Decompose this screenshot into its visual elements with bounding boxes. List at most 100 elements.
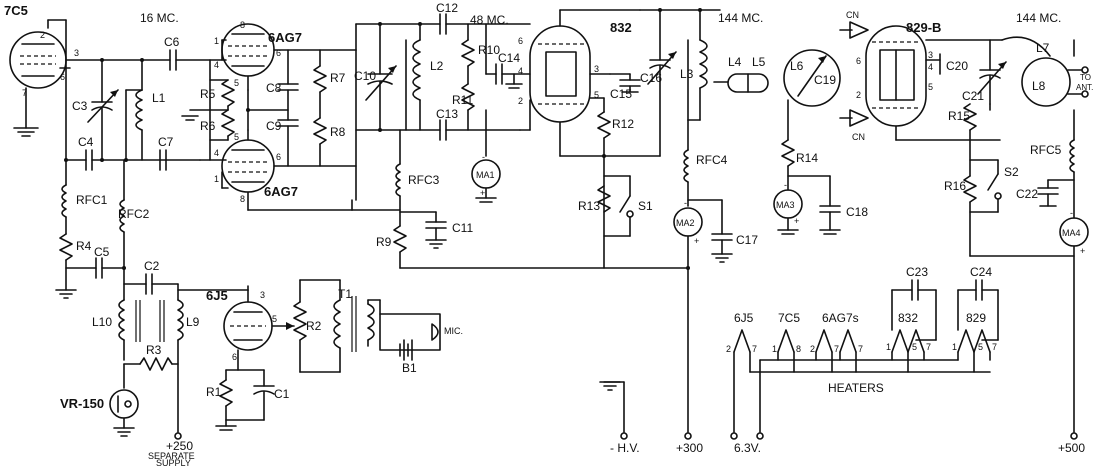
label-r6: R6	[200, 119, 216, 133]
label-6j5: 6J5	[206, 288, 228, 303]
heater-pin-a: 2	[726, 344, 731, 354]
pin-6ag7-bot-5: 5	[234, 132, 239, 142]
label-c24: C24	[970, 265, 992, 279]
pin-829-2: 2	[856, 90, 861, 100]
label-c23: C23	[906, 265, 928, 279]
ma1-minus: -	[482, 152, 485, 162]
label-c11: C11	[452, 221, 473, 235]
pin-6j5-5: 5	[272, 314, 277, 324]
label-829b: 829-B	[906, 20, 941, 35]
label-ant: ANT.	[1076, 83, 1093, 92]
ma3-minus: -	[784, 180, 787, 190]
pin-6ag7-top-5: 5	[234, 78, 239, 88]
label-vr150: VR-150	[60, 396, 104, 411]
label-l10: L10	[92, 315, 112, 329]
label-rfc3: RFC3	[408, 173, 440, 187]
heater-pin-d: 8	[796, 344, 801, 354]
label-c5: C5	[94, 245, 110, 259]
supply-63v: 6.3V.	[734, 441, 761, 455]
heater-pin-j: 7	[926, 342, 931, 352]
label-ma1: MA1	[476, 170, 495, 180]
coil-l6	[783, 49, 841, 107]
label-c15: C15	[610, 87, 632, 101]
heater-pin-l: 5	[978, 342, 983, 352]
label-832: 832	[610, 20, 632, 35]
label-mic: MIC.	[444, 326, 463, 336]
heater-pin-b: 7	[752, 344, 757, 354]
label-l1: L1	[152, 91, 166, 105]
label-to: TO	[1080, 73, 1091, 82]
label-c6: C6	[164, 35, 180, 49]
label-c3: C3	[72, 99, 88, 113]
inductor-l3	[687, 9, 708, 121]
label-l8: L8	[1032, 79, 1046, 93]
label-l6: L6	[790, 59, 804, 73]
label-c14: C14	[498, 51, 520, 65]
pin-7c5-7: 7	[22, 88, 27, 98]
label-7c5: 7C5	[4, 3, 28, 18]
label-r16: R16	[944, 179, 966, 193]
inductor-l2	[405, 23, 421, 131]
ma4-minus: -	[1070, 208, 1073, 218]
label-ma3: MA3	[776, 200, 795, 210]
label-r9: R9	[376, 235, 392, 249]
label-c20: C20	[946, 59, 968, 73]
label-r12: R12	[612, 117, 634, 131]
label-c18: C18	[846, 205, 868, 219]
pin-7c5-3: 3	[74, 48, 79, 58]
heater-pin-m: 7	[992, 342, 997, 352]
supply-250: +250	[166, 439, 193, 453]
pin-6j5-3: 3	[260, 290, 265, 300]
label-c8: C8	[266, 81, 282, 95]
pin-6ag7-top-6: 6	[276, 48, 281, 58]
pin-832-3: 3	[594, 64, 599, 74]
label-l4: L4	[728, 55, 742, 69]
label-l3: L3	[680, 67, 694, 81]
label-r4: R4	[76, 239, 92, 253]
ma2-plus: +	[694, 236, 699, 246]
label-r3: R3	[146, 343, 162, 357]
freq-144mc-b: 144 MC.	[1016, 11, 1061, 25]
label-s2: S2	[1004, 165, 1019, 179]
label-r14: R14	[796, 151, 818, 165]
label-c21: C21	[962, 89, 984, 103]
label-c7: C7	[158, 135, 174, 149]
label-c4: C4	[78, 135, 94, 149]
pin-829-6: 6	[856, 56, 861, 66]
heater-symbols	[733, 329, 991, 353]
label-r5: R5	[200, 87, 216, 101]
tube-829b	[865, 25, 927, 127]
tube-6ag7-top	[221, 23, 275, 77]
label-rfc2: RFC2	[118, 207, 150, 221]
heater-pin-g: 7	[858, 344, 863, 354]
supply-separate: SEPARATE	[148, 451, 195, 461]
label-r10: R10	[478, 43, 500, 57]
heater-pin-e: 2	[810, 344, 815, 354]
label-c2: C2	[144, 259, 160, 273]
supply-300: +300	[676, 441, 703, 455]
label-cn-bottom: CN	[852, 132, 865, 142]
label-c13: C13	[436, 107, 458, 121]
pin-6ag7-top-8: 8	[240, 20, 245, 30]
tube-832	[529, 25, 591, 123]
ma1-plus: +	[480, 188, 485, 198]
label-r8: R8	[330, 125, 346, 139]
heater-pin-i: 5	[912, 342, 917, 352]
label-rfc4: RFC4	[696, 153, 728, 167]
ma2-minus: -	[684, 198, 687, 208]
supply-hv: - H.V.	[610, 441, 640, 455]
pin-832-6: 6	[518, 36, 523, 46]
pin-6ag7-bot-4: 4	[214, 148, 219, 158]
label-r1: R1	[206, 385, 222, 399]
inductor-l10	[118, 299, 125, 361]
label-c17: C17	[736, 233, 758, 247]
label-c1: C1	[274, 387, 290, 401]
label-r2: R2	[306, 319, 322, 333]
heater-7c5: 7C5	[778, 311, 800, 325]
heater-6ag7s: 6AG7s	[822, 311, 859, 325]
freq-144mc-a: 144 MC.	[718, 11, 763, 25]
transformer-t1	[333, 279, 375, 373]
inductor-l1	[125, 59, 143, 161]
label-r15: R15	[948, 109, 970, 123]
label-6ag7-top: 6AG7	[268, 30, 302, 45]
